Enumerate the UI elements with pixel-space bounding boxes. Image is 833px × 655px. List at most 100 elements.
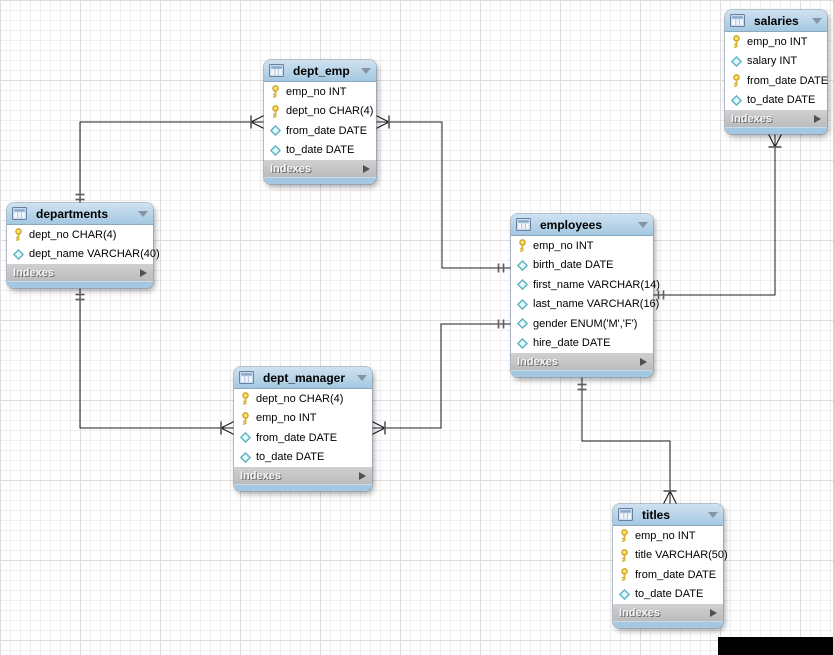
table-title: dept_emp	[293, 63, 350, 78]
table-footer	[264, 177, 376, 184]
table-title: departments	[36, 206, 109, 221]
chevron-down-icon[interactable]	[361, 67, 371, 74]
column-label: first_name VARCHAR(14)	[533, 278, 660, 291]
table-dept_manager[interactable]: dept_manager dept_no CHAR(4) emp_no INT fro…	[234, 367, 372, 491]
indexes-row[interactable]: Indexes	[264, 160, 376, 177]
column-diamond-icon	[270, 124, 282, 137]
column-label: dept_no CHAR(4)	[286, 105, 374, 118]
table-header[interactable]: employees	[511, 214, 653, 236]
table-dept_emp[interactable]: dept_emp emp_no INT dept_no CHAR(4) from_da…	[264, 60, 376, 184]
column-label: last_name VARCHAR(16)	[533, 298, 660, 311]
column-label: hire_date DATE	[533, 337, 611, 350]
table-icon	[730, 14, 745, 27]
column-row[interactable]: title VARCHAR(50)	[613, 546, 728, 566]
column-label: dept_name VARCHAR(40)	[29, 248, 160, 261]
primary-key-icon	[240, 411, 252, 425]
table-footer	[725, 127, 827, 134]
column-row[interactable]: from_date DATE	[613, 565, 723, 585]
table-icon	[239, 371, 254, 384]
column-label: to_date DATE	[256, 451, 325, 464]
table-departments[interactable]: departments dept_no CHAR(4) dept_name VARC…	[7, 203, 160, 288]
chevron-down-icon[interactable]	[812, 17, 822, 24]
column-row[interactable]: emp_no INT	[511, 236, 653, 256]
table-header[interactable]: salaries	[725, 10, 827, 32]
indexes-row[interactable]: Indexes	[725, 110, 827, 127]
table-icon	[516, 218, 531, 231]
chevron-down-icon[interactable]	[708, 511, 718, 518]
black-rectangle-overlay	[718, 637, 833, 655]
column-row[interactable]: to_date DATE	[264, 141, 376, 161]
column-row[interactable]: from_date DATE	[264, 121, 376, 141]
indexes-row[interactable]: Indexes	[7, 264, 153, 281]
relationship-employees-titles[interactable]	[577, 377, 677, 505]
column-row[interactable]: dept_name VARCHAR(40)	[7, 245, 160, 265]
column-row[interactable]: emp_no INT	[725, 32, 827, 52]
primary-key-icon	[517, 239, 529, 252]
table-footer	[7, 281, 153, 288]
column-diamond-icon	[517, 278, 529, 291]
column-diamond-icon	[13, 248, 25, 261]
primary-key-icon	[619, 568, 631, 581]
column-row[interactable]: first_name VARCHAR(14)	[511, 275, 660, 295]
column-label: to_date DATE	[635, 588, 704, 601]
table-header[interactable]: dept_emp	[264, 60, 376, 82]
column-row[interactable]: dept_no CHAR(4)	[264, 102, 376, 122]
table-header[interactable]: departments	[7, 203, 153, 225]
chevron-down-icon[interactable]	[638, 221, 648, 228]
column-row[interactable]: birth_date DATE	[511, 256, 653, 276]
column-label: from_date DATE	[256, 431, 338, 444]
column-diamond-icon	[731, 94, 743, 107]
column-diamond-icon	[731, 55, 743, 68]
column-diamond-icon	[240, 451, 252, 464]
primary-key-icon	[731, 74, 743, 87]
table-icon	[269, 64, 284, 77]
table-title: titles	[642, 507, 671, 522]
column-row[interactable]: emp_no INT	[234, 409, 372, 429]
expand-arrow-icon	[710, 608, 717, 617]
column-row[interactable]: to_date DATE	[234, 448, 372, 468]
column-diamond-icon	[619, 588, 631, 601]
relationship-employees-dept_emp[interactable]	[375, 115, 511, 273]
column-label: dept_no CHAR(4)	[256, 392, 344, 405]
relationship-employees-salaries[interactable]	[653, 133, 782, 300]
column-row[interactable]: from_date DATE	[234, 428, 372, 448]
column-row[interactable]: to_date DATE	[613, 585, 723, 605]
column-row[interactable]: dept_no CHAR(4)	[7, 225, 153, 245]
table-titles[interactable]: titles emp_no INT title VARCHAR(50) from_da…	[613, 504, 728, 628]
column-label: to_date DATE	[286, 144, 355, 157]
column-row[interactable]: salary INT	[725, 52, 827, 72]
relationship-departments-dept_emp[interactable]	[75, 115, 265, 204]
column-row[interactable]: hire_date DATE	[511, 334, 653, 354]
chevron-down-icon[interactable]	[357, 374, 367, 381]
column-label: from_date DATE	[635, 568, 717, 581]
table-salaries[interactable]: salaries emp_no INT salary INT from_date DA…	[725, 10, 828, 134]
column-row[interactable]: emp_no INT	[613, 526, 723, 546]
relationship-employees-dept_manager[interactable]	[371, 319, 511, 435]
column-row[interactable]: emp_no INT	[264, 82, 376, 102]
column-row[interactable]: last_name VARCHAR(16)	[511, 295, 659, 315]
column-label: salary INT	[747, 55, 798, 68]
column-row[interactable]: from_date DATE	[725, 71, 828, 91]
table-header[interactable]: titles	[613, 504, 723, 526]
column-row[interactable]: gender ENUM('M','F')	[511, 314, 653, 334]
primary-key-icon	[240, 392, 252, 405]
column-label: emp_no INT	[635, 529, 696, 542]
expand-arrow-icon	[363, 164, 370, 173]
indexes-row[interactable]: Indexes	[613, 604, 723, 621]
chevron-down-icon[interactable]	[138, 210, 148, 217]
relationship-departments-dept_manager[interactable]	[75, 288, 235, 435]
column-row[interactable]: to_date DATE	[725, 91, 827, 111]
indexes-row[interactable]: Indexes	[511, 353, 653, 370]
primary-key-icon	[619, 548, 631, 562]
table-header[interactable]: dept_manager	[234, 367, 372, 389]
column-row[interactable]: dept_no CHAR(4)	[234, 389, 372, 409]
column-label: to_date DATE	[747, 94, 816, 107]
indexes-row[interactable]: Indexes	[234, 467, 372, 484]
primary-key-icon	[270, 104, 282, 118]
column-label: emp_no INT	[747, 35, 808, 48]
table-title: dept_manager	[263, 370, 346, 385]
column-label: gender ENUM('M','F')	[533, 317, 638, 330]
